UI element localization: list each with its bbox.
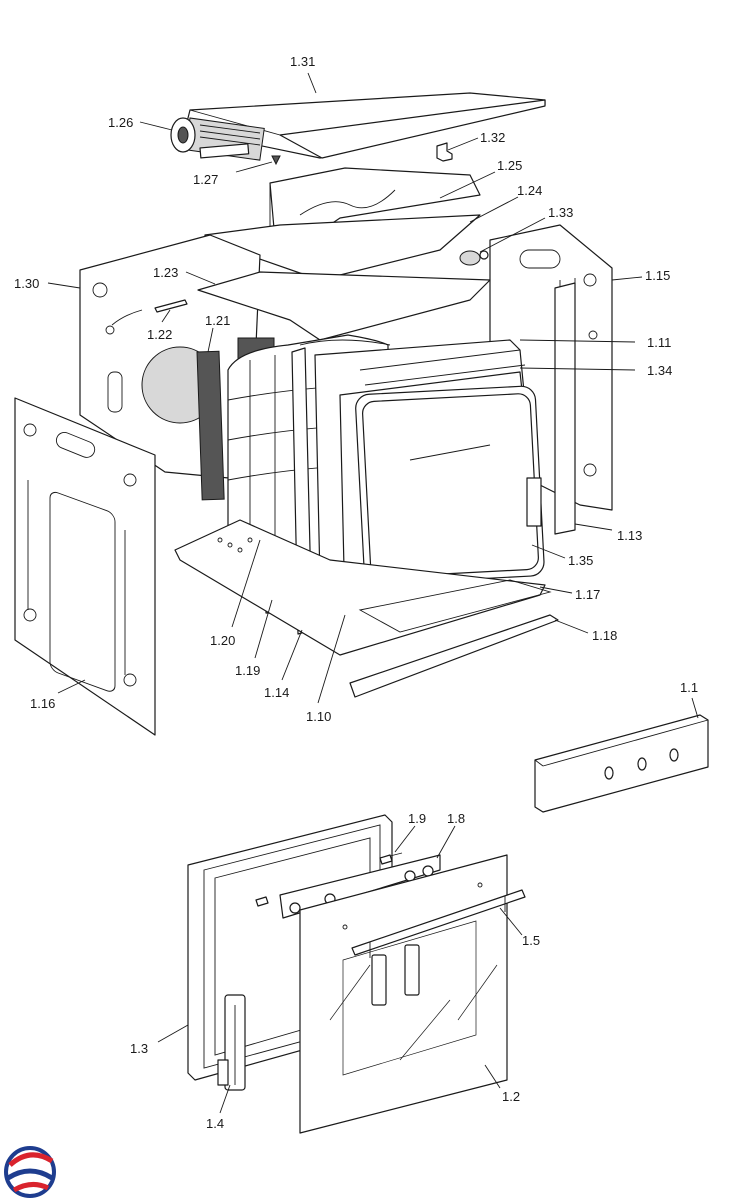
label-1-15: 1.15 <box>645 268 670 283</box>
label-1-24: 1.24 <box>517 183 542 198</box>
label-1-4: 1.4 <box>206 1116 224 1131</box>
door-handle-part <box>351 889 526 958</box>
label-1-13: 1.13 <box>617 528 642 543</box>
front-trim-part <box>349 614 559 698</box>
hinge-bracket-part <box>279 854 441 919</box>
label-1-5: 1.5 <box>522 933 540 948</box>
top-trim-part <box>197 271 491 341</box>
leader-lines <box>47 72 699 1114</box>
label-1-20: 1.20 <box>210 633 235 648</box>
outer-door-glass-part <box>299 854 508 1134</box>
lamp-part <box>459 250 489 266</box>
label-1-26: 1.26 <box>108 115 133 130</box>
oven-cavity-part <box>314 339 545 613</box>
label-1-21: 1.21 <box>205 313 230 328</box>
label-1-25: 1.25 <box>497 158 522 173</box>
label-1-31: 1.31 <box>290 54 315 69</box>
label-1-16: 1.16 <box>30 696 55 711</box>
label-1-33: 1.33 <box>548 205 573 220</box>
label-1-11: 1.11 <box>647 335 671 350</box>
label-1-2: 1.2 <box>502 1089 520 1104</box>
side-panel-part <box>14 397 156 736</box>
label-1-9: 1.9 <box>408 811 426 826</box>
label-1-23: 1.23 <box>153 265 178 280</box>
label-1-3: 1.3 <box>130 1041 148 1056</box>
label-1-30: 1.30 <box>14 276 39 291</box>
insulation-block-part <box>196 350 225 501</box>
label-1-18: 1.18 <box>592 628 617 643</box>
right-rail-part <box>554 282 576 535</box>
label-1-22: 1.22 <box>147 327 172 342</box>
label-1-8: 1.8 <box>447 811 465 826</box>
label-1-27: 1.27 <box>193 172 218 187</box>
label-1-17: 1.17 <box>575 587 600 602</box>
label-1-35: 1.35 <box>568 553 593 568</box>
brand-swirl-logo-icon <box>4 1146 56 1198</box>
label-1-32: 1.32 <box>480 130 505 145</box>
clip-part <box>436 142 453 162</box>
label-1-1: 1.1 <box>680 680 698 695</box>
label-1-10: 1.10 <box>306 709 331 724</box>
door-hinge-part <box>217 994 246 1091</box>
control-panel-part <box>534 714 709 813</box>
right-bracket-part <box>526 477 542 527</box>
label-1-14: 1.14 <box>264 685 289 700</box>
screw-part <box>271 155 281 166</box>
base-tray-part <box>174 519 552 656</box>
label-1-34: 1.34 <box>647 363 672 378</box>
door-screw-part <box>255 852 403 907</box>
spring-part <box>154 299 188 313</box>
fan-motor-part <box>170 117 265 161</box>
part-labels: 1.31 1.26 1.32 1.27 1.25 1.24 1.33 1.30 … <box>14 54 698 1131</box>
label-1-19: 1.19 <box>235 663 260 678</box>
